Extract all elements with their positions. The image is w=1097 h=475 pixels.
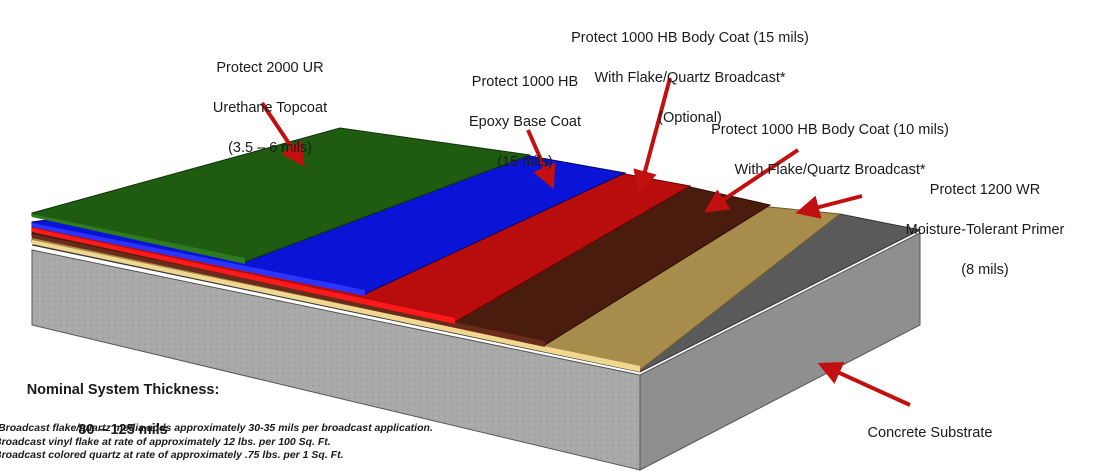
- base-label-line-2: Epoxy Base Coat: [468, 114, 582, 130]
- base-edge: [32, 223, 365, 296]
- body15-arrow: [633, 77, 672, 195]
- topcoat-arrow: [260, 101, 305, 167]
- body10-label: Protect 1000 HB Body Coat (10 mils) With…: [685, 100, 975, 200]
- topcoat-label-line-2: Urethane Topcoat: [212, 100, 328, 116]
- base-label: Protect 1000 HB Epoxy Base Coat (15 mils…: [450, 52, 600, 192]
- topcoat-label: Protect 2000 UR Urethane Topcoat (3.5 – …: [180, 38, 360, 178]
- body10-edge: [32, 234, 545, 347]
- body10-arrow: [704, 148, 800, 213]
- body15-label: Protect 1000 HB Body Coat (15 mils) With…: [545, 8, 835, 148]
- thickness-value: 80 – 125 mils: [78, 422, 168, 438]
- footnote-2: Broadcast vinyl flake at rate of approxi…: [0, 435, 331, 448]
- concrete-side-face: [639, 232, 921, 471]
- footnote-1: *Broadcast flake/quartz media adds appro…: [0, 422, 433, 434]
- primer-edge: [32, 240, 640, 372]
- body10-label-line-2: With Flake/Quartz Broadcast*: [734, 162, 926, 178]
- base-label-line-3: (15 mils): [497, 154, 553, 170]
- primer-label-line-1: Protect 1200 WR: [929, 182, 1041, 198]
- substrate-label-line-1: Concrete Substrate: [867, 425, 993, 441]
- primer-label: Protect 1200 WR Moisture-Tolerant Primer…: [880, 160, 1090, 300]
- primer-arrow: [795, 194, 863, 219]
- body15-edge: [32, 228, 455, 324]
- thickness-title: Nominal System Thickness:: [26, 382, 220, 398]
- topcoat-label-line-3: (3.5 – 6 mils): [228, 140, 312, 156]
- base-label-line-1: Protect 1000 HB: [471, 74, 579, 90]
- topcoat-label-line-1: Protect 2000 UR: [216, 60, 324, 76]
- primer-label-line-3: (8 mils): [961, 262, 1009, 278]
- thickness-block: Nominal System Thickness: 80 – 125 mils: [18, 360, 228, 460]
- footnote-3: Broadcast colored quartz at rate of appr…: [0, 449, 344, 461]
- primer-label-line-2: Moisture-Tolerant Primer: [905, 222, 1065, 238]
- base-arrow: [526, 129, 556, 190]
- substrate-label: Concrete Substrate: [850, 403, 1010, 463]
- body10-label-line-1: Protect 1000 HB Body Coat (10 mils): [711, 122, 949, 138]
- body15-label-line-1: Protect 1000 HB Body Coat (15 mils): [571, 30, 809, 46]
- topcoat-edge: [32, 214, 245, 264]
- body15-label-line-3: (Optional): [658, 110, 722, 126]
- body15-label-line-2: With Flake/Quartz Broadcast*: [594, 70, 786, 86]
- footnotes: *Broadcast flake/quartz media adds appro…: [0, 422, 600, 463]
- substrate-arrow: [817, 362, 911, 407]
